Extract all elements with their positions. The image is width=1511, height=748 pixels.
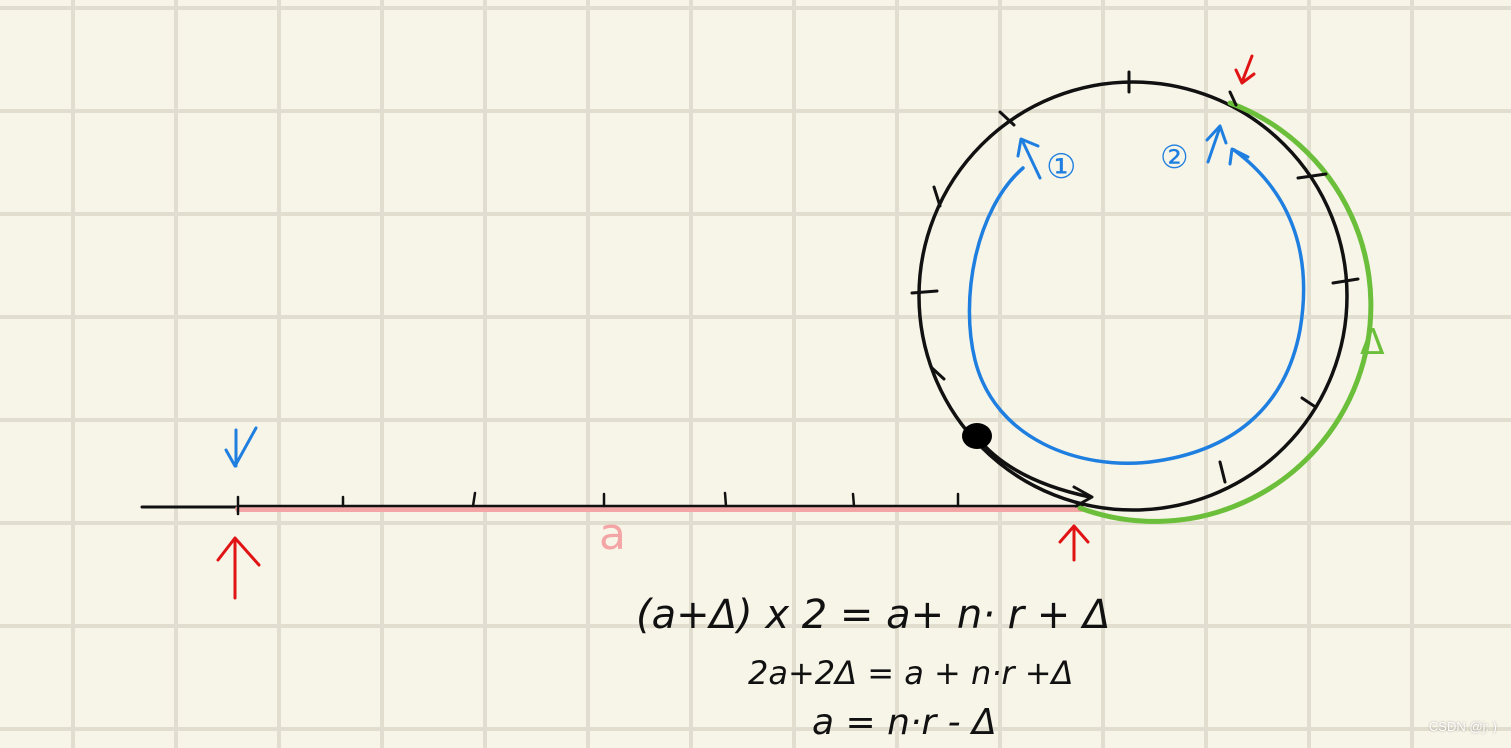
marker-2-label: ② — [1160, 138, 1189, 176]
entry-arrowhead — [1072, 485, 1094, 508]
arrow-2-head — [1205, 124, 1228, 145]
red-arrow-entry — [1058, 524, 1090, 562]
traversal-loop-path — [967, 148, 1306, 465]
loop-arrowhead-2 — [1228, 147, 1250, 166]
red-arrow-circle-top — [1234, 54, 1256, 85]
delta-arc — [1077, 100, 1374, 524]
blue-arrow-start — [224, 426, 258, 468]
equation-line-3: a = n·r - Δ — [812, 702, 997, 743]
csdn-watermark: CSDN @j: ) — [1428, 719, 1497, 734]
meeting-point-dot — [962, 423, 992, 449]
line-ticks — [236, 491, 960, 516]
equation-line-2: 2a+2Δ = a + n·r +Δ — [748, 654, 1073, 692]
cycle-circle — [917, 80, 1349, 512]
red-arrow-start — [216, 536, 261, 600]
delta-label: Δ — [1360, 322, 1385, 363]
loop-arrow-1-shaft — [1020, 138, 1042, 180]
marker-1-label: ① — [1046, 147, 1076, 187]
circle-ticks — [910, 70, 1360, 484]
equation-line-1: (a+Δ) x 2 = a+ n· r + Δ — [636, 592, 1110, 638]
arrow-2-shaft — [1206, 125, 1222, 164]
segment-a-label: a — [599, 509, 626, 560]
